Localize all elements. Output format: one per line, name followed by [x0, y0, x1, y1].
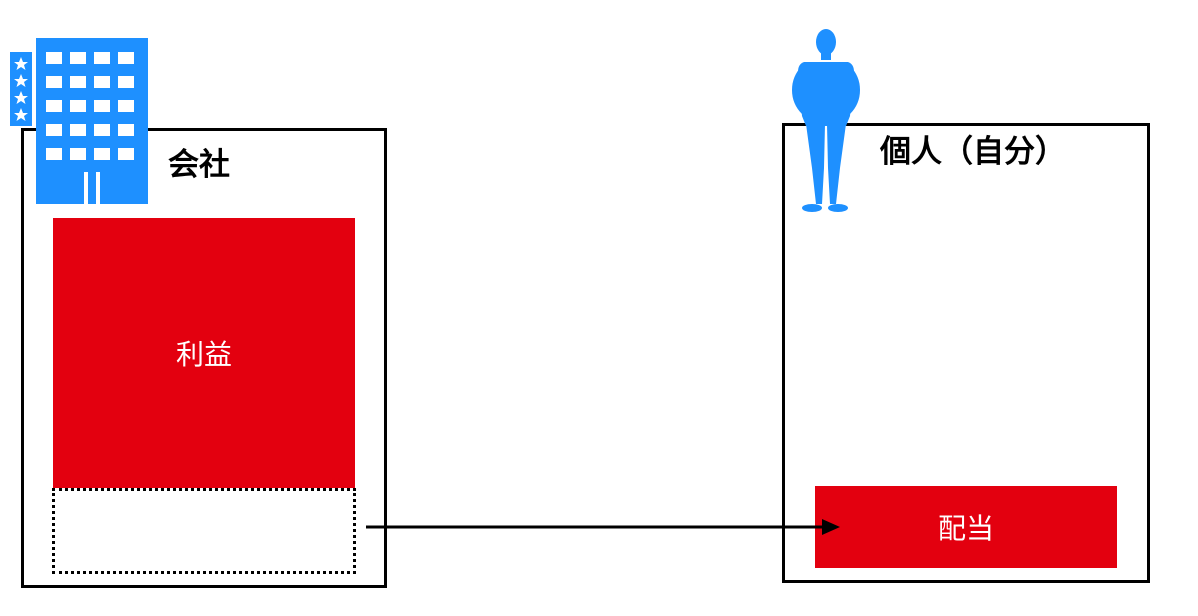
dividend-label: 配当 [937, 512, 994, 545]
individual-title: 個人（自分） [880, 134, 1066, 170]
dividend-block: 配当 [815, 486, 1117, 568]
person-icon [788, 28, 864, 218]
dividend-source-area [52, 488, 356, 574]
profit-label: 利益 [175, 338, 232, 371]
profit-block: 利益 [53, 218, 355, 488]
company-title: 会社 [168, 147, 230, 183]
building-icon [10, 38, 150, 208]
